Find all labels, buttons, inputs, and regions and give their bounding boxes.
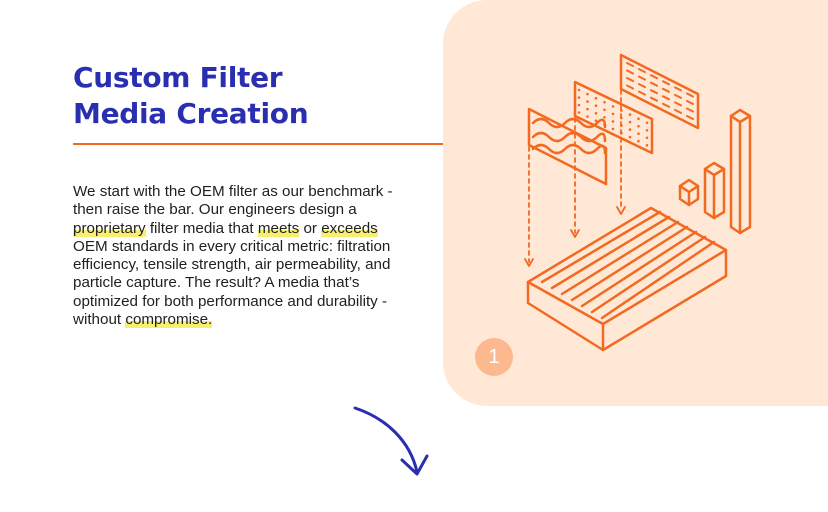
perforation-dot bbox=[586, 115, 589, 118]
mesh-dash bbox=[662, 95, 670, 101]
highlight-proprietary: proprietary bbox=[73, 219, 146, 237]
mesh-dash bbox=[638, 83, 646, 89]
perforation-dot bbox=[645, 129, 649, 132]
mesh-dash bbox=[626, 69, 634, 75]
perforation-dot bbox=[577, 103, 581, 107]
perforation-dot bbox=[611, 127, 615, 131]
perforation-dot bbox=[586, 92, 589, 96]
perforation-dot bbox=[645, 144, 649, 147]
mesh-dash bbox=[650, 96, 658, 102]
description-text: filter media that bbox=[145, 219, 258, 237]
perforation-dot bbox=[611, 112, 615, 116]
highlight-meets: meets bbox=[257, 219, 300, 237]
mesh-dash bbox=[626, 62, 634, 67]
section-title-line-1: Custom Filter bbox=[73, 61, 283, 94]
mesh-dash bbox=[686, 92, 694, 98]
perforation-dot bbox=[645, 136, 649, 140]
perforation-dot bbox=[603, 123, 606, 127]
mesh-dash bbox=[674, 108, 682, 114]
highlight-exceeds: exceeds bbox=[321, 219, 378, 237]
perforation-dot bbox=[637, 139, 640, 143]
mesh-dash bbox=[662, 102, 670, 108]
section-description: We start with the OEM filter as our benc… bbox=[73, 183, 403, 329]
mesh-dash bbox=[638, 75, 646, 81]
perforation-dot bbox=[620, 124, 623, 127]
highlight-compromise: compromise. bbox=[125, 311, 213, 329]
mesh-dash bbox=[662, 80, 670, 86]
perforation-dot bbox=[603, 116, 606, 119]
mesh-dash bbox=[686, 115, 694, 120]
mesh-dash bbox=[674, 86, 682, 92]
mesh-dash bbox=[674, 93, 682, 99]
mesh-dash bbox=[674, 101, 682, 107]
perforation-dot bbox=[594, 119, 598, 122]
perforation-dot bbox=[628, 135, 632, 139]
mesh-dash bbox=[626, 84, 634, 90]
perforation-dot bbox=[611, 120, 615, 123]
perforation-dot bbox=[620, 131, 623, 135]
perforation-dot bbox=[628, 113, 632, 116]
illustration-panel bbox=[443, 0, 828, 406]
mesh-media-layer-icon bbox=[619, 53, 700, 130]
perforated-media-layer-icon bbox=[573, 80, 654, 155]
section-title-line-2: Media Creation bbox=[73, 97, 309, 130]
perforation-dot bbox=[628, 120, 632, 124]
perforation-dot bbox=[594, 96, 598, 100]
perforation-dot bbox=[603, 108, 606, 112]
perforation-dot bbox=[637, 124, 640, 128]
perforation-dot bbox=[594, 104, 598, 107]
perforation-dot bbox=[586, 100, 589, 103]
perforation-dot bbox=[577, 88, 581, 92]
description-text: OEM standards in every critical metric: … bbox=[73, 237, 391, 329]
pleated-filter-block-icon bbox=[526, 206, 728, 352]
mesh-dash bbox=[638, 68, 646, 74]
perforation-dot bbox=[637, 132, 640, 135]
perforation-dot bbox=[611, 105, 615, 108]
mesh-dash bbox=[650, 74, 658, 80]
mesh-dash bbox=[662, 87, 670, 93]
mesh-dashes-icon bbox=[626, 62, 694, 120]
description-text: or bbox=[299, 219, 322, 237]
description-text: We start with the OEM filter as our benc… bbox=[73, 183, 393, 219]
mesh-dash bbox=[650, 81, 658, 87]
perforation-dot bbox=[603, 101, 606, 104]
performance-bars-icon bbox=[678, 108, 752, 235]
mesh-dash bbox=[686, 107, 694, 113]
mesh-dash bbox=[626, 77, 634, 82]
perforation-dot bbox=[620, 116, 623, 120]
section-title: Custom Filter Media Creation bbox=[73, 60, 309, 132]
title-divider bbox=[73, 143, 459, 145]
perforation-dot bbox=[645, 121, 649, 125]
step-number-badge: 1 bbox=[475, 338, 513, 376]
perforation-dot bbox=[577, 96, 581, 99]
perforation-dot bbox=[594, 111, 598, 115]
mesh-dash bbox=[650, 89, 658, 95]
mesh-dash bbox=[686, 100, 694, 105]
perforation-dot bbox=[620, 109, 623, 112]
mesh-dash bbox=[638, 90, 646, 96]
perforation-dot bbox=[577, 111, 581, 114]
perforation-dots-icon bbox=[577, 88, 649, 147]
perforation-dot bbox=[628, 128, 632, 131]
wavy-media-layer-icon bbox=[527, 107, 608, 186]
perforation-dot bbox=[637, 117, 640, 120]
perforation-dot bbox=[586, 107, 589, 111]
